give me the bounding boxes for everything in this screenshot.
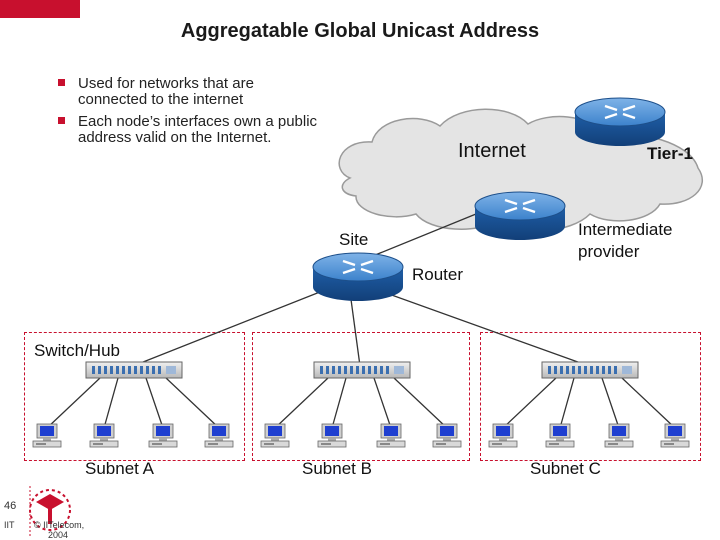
switch-hub-label: Switch/Hub	[34, 341, 120, 360]
switch-icon	[85, 361, 183, 379]
bullet-list: Used for networks that are connected to …	[58, 76, 318, 152]
bullet-text: Each node’s interfaces own a public addr…	[78, 113, 318, 146]
internet-label: Internet	[458, 140, 526, 162]
switch-icon	[313, 361, 411, 379]
subnet-c-label: Subnet C	[530, 459, 601, 478]
router-icon	[474, 191, 566, 240]
subnet-b-label: Subnet B	[302, 459, 372, 478]
subnet-a-box	[24, 332, 245, 461]
copyright-line1: © IITelecom,	[34, 520, 85, 530]
computer-icon	[432, 423, 462, 448]
computer-icon	[376, 423, 406, 448]
computer-icon	[260, 423, 290, 448]
bullet-item: Used for networks that are connected to …	[58, 76, 318, 108]
site-label: Site	[339, 230, 369, 249]
subnet-a-label: Subnet A	[85, 459, 155, 478]
computer-icon	[545, 423, 575, 448]
subnet-b-box	[252, 332, 470, 461]
router-icon	[312, 252, 404, 301]
subnet-c-box	[480, 332, 701, 461]
bullet-icon	[58, 79, 65, 86]
copyright-line2: 2004	[48, 530, 69, 540]
computer-icon	[32, 423, 62, 448]
slide-title: Aggregatable Global Unicast Address	[180, 20, 540, 42]
computer-icon	[604, 423, 634, 448]
router-label: Router	[412, 265, 464, 284]
computer-icon	[488, 423, 518, 448]
bullet-text: Used for networks that are connected to …	[78, 75, 254, 108]
computers-group	[32, 423, 690, 448]
computer-icon	[89, 423, 119, 448]
top-accent-bar	[0, 0, 80, 18]
computer-icon	[317, 423, 347, 448]
switch-icon	[541, 361, 639, 379]
page-number: 46	[4, 500, 17, 512]
intermediate-label-2: provider	[578, 242, 640, 261]
org-short: IIT	[4, 520, 15, 530]
router-icon	[574, 97, 666, 146]
computer-icon	[148, 423, 178, 448]
tier1-label: Tier-1	[647, 144, 693, 163]
computer-icon	[660, 423, 690, 448]
intermediate-label-1: Intermediate	[578, 220, 673, 239]
bullet-icon	[58, 117, 65, 124]
bullet-item: Each node’s interfaces own a public addr…	[58, 114, 318, 146]
computer-icon	[204, 423, 234, 448]
